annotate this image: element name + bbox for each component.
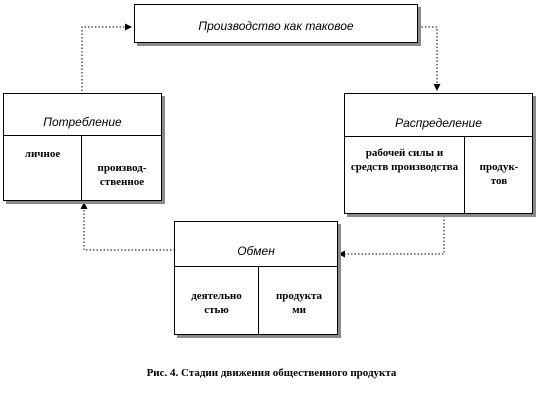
production-box: Производство как таковое [134,4,418,43]
distribution-cell-products: продук- тов [479,161,519,187]
distribution-title: Распределение [395,116,482,130]
arrow-production-to-distribution [418,26,441,91]
distribution-box: Распределение рабочей силы и средств про… [344,93,533,214]
distribution-column-divider [464,136,465,213]
exchange-cell-activity: деятельно стью [191,290,242,316]
arrow-exchange-to-consumption [80,202,175,251]
exchange-title: Обмен [237,244,275,258]
consumption-cell-productive: производ- ственное [97,162,147,188]
arrow-distribution-to-exchange [338,216,445,258]
exchange-box: Обмен деятельно стью продукта ми [174,221,338,335]
consumption-box: Потребление личное производ- ственное [3,93,162,201]
exchange-cell-products: продукта ми [275,290,323,316]
figure-caption: Рис. 4. Стадии движения общественного пр… [146,367,397,379]
consumption-column-divider [81,135,82,200]
arrow-consumption-to-production [81,23,132,91]
exchange-divider [175,266,337,267]
distribution-cell-labor: рабочей силы и средств производства [350,147,459,173]
consumption-title: Потребление [43,115,122,129]
consumption-divider [4,135,161,136]
consumption-cell-personal: личное [24,148,61,160]
distribution-divider [345,136,532,137]
production-title: Производство как таковое [198,19,354,33]
exchange-column-divider [258,266,259,334]
